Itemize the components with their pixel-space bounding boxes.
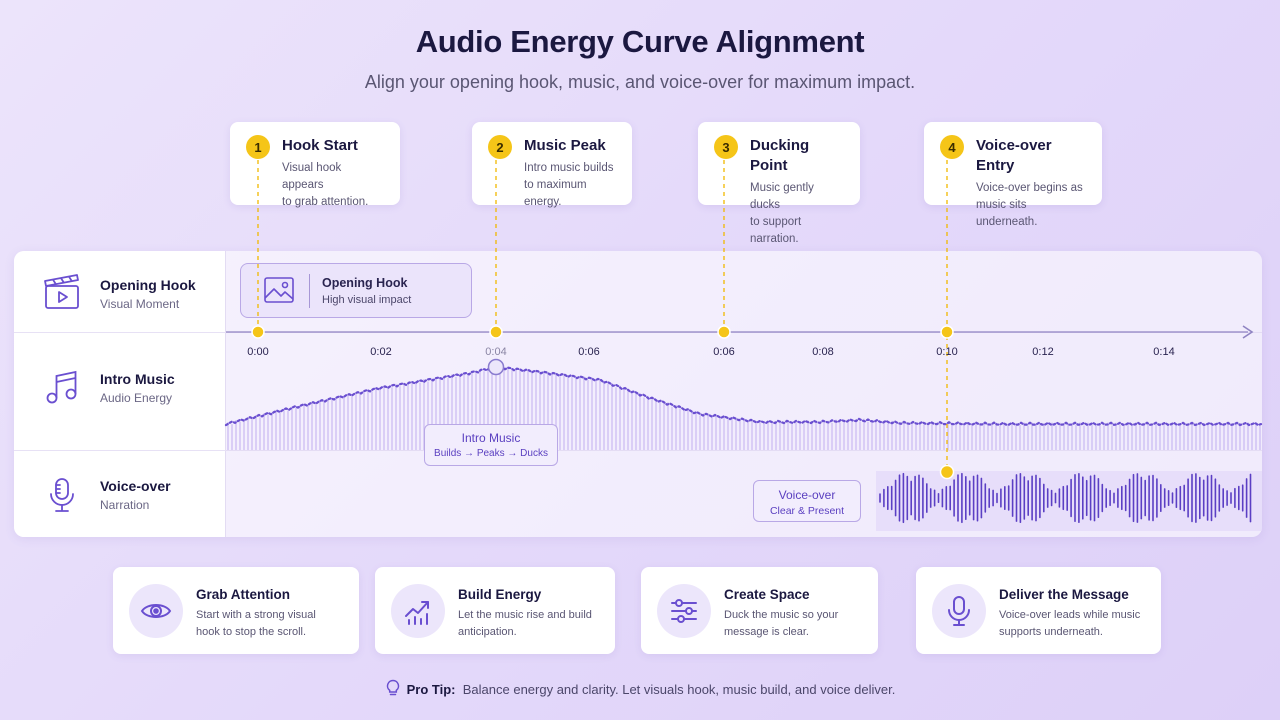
track-title: Voice-over bbox=[100, 478, 171, 494]
eye-icon bbox=[129, 584, 183, 638]
step-ducking-point: 3 Ducking Point Music gently ducks to su… bbox=[698, 122, 860, 245]
marker-guides bbox=[257, 160, 948, 472]
card-title: Build Energy bbox=[458, 587, 542, 602]
clip-subtitle: High visual impact bbox=[322, 294, 412, 306]
voice-over-label: Voice-over Clear & Present bbox=[753, 480, 861, 522]
divider bbox=[309, 274, 310, 308]
label-subtitle: Clear & Present bbox=[769, 505, 845, 517]
clip-title: Opening Hook bbox=[322, 276, 408, 290]
tick-label: 0:06 bbox=[713, 346, 735, 358]
step-number: 1 bbox=[246, 135, 270, 159]
step-description: Visual hook appears to grab attention. bbox=[282, 162, 369, 208]
voice-entry-marker bbox=[939, 464, 955, 480]
timeline-marker bbox=[717, 325, 731, 339]
timeline-markers[interactable] bbox=[251, 325, 955, 480]
music-energy-fill bbox=[227, 366, 1261, 450]
card-description: Voice-over leads while music supports un… bbox=[999, 609, 1141, 638]
step-number: 4 bbox=[940, 135, 964, 159]
card-deliver-message: Deliver the Message Voice-over leads whi… bbox=[916, 567, 1161, 654]
step-title: Voice-over Entry bbox=[976, 137, 1052, 174]
tick-label: 0:14 bbox=[1153, 346, 1175, 358]
card-description: Start with a strong visual hook to stop … bbox=[196, 609, 316, 638]
trending-up-icon bbox=[391, 584, 445, 638]
row-divider bbox=[226, 450, 1262, 451]
card-title: Create Space bbox=[724, 587, 810, 602]
timeline-marker bbox=[489, 325, 503, 339]
card-title: Deliver the Message bbox=[999, 587, 1129, 602]
tick-label: 0:10 bbox=[936, 346, 958, 358]
track-intro-music: Intro Music Audio Energy bbox=[14, 333, 226, 451]
sliders-icon bbox=[657, 584, 711, 638]
page-title: Audio Energy Curve Alignment bbox=[415, 24, 865, 59]
tick-label: 0:08 bbox=[812, 346, 834, 358]
timeline-marker bbox=[251, 325, 265, 339]
music-energy-curve bbox=[224, 365, 1263, 427]
pro-tip: Pro Tip: Balance energy and clarity. Let… bbox=[0, 679, 1280, 700]
tick-label: 0:04 bbox=[485, 346, 507, 358]
clapperboard-icon bbox=[40, 270, 84, 314]
step-description: Music gently ducks to support narration. bbox=[750, 182, 814, 245]
timeline-marker bbox=[940, 325, 954, 339]
track-subtitle: Narration bbox=[100, 498, 150, 512]
step-title: Ducking Point bbox=[750, 137, 810, 174]
track-labels: Opening Hook Visual Moment Intro Music A… bbox=[14, 251, 226, 537]
track-subtitle: Audio Energy bbox=[100, 391, 173, 405]
music-note-icon bbox=[40, 365, 84, 409]
track-opening-hook: Opening Hook Visual Moment bbox=[14, 251, 226, 333]
card-create-space: Create Space Duck the music so your mess… bbox=[641, 567, 878, 654]
card-description: Let the music rise and build anticipatio… bbox=[458, 609, 592, 638]
step-music-peak: 2 Music Peak Intro music builds to maxim… bbox=[472, 122, 632, 208]
axis-arrow-icon bbox=[1242, 325, 1254, 339]
track-title: Opening Hook bbox=[100, 277, 196, 293]
card-title: Grab Attention bbox=[196, 587, 290, 602]
track-voice-over: Voice-over Narration bbox=[14, 451, 226, 537]
page-subtitle: Align your opening hook, music, and voic… bbox=[364, 72, 916, 92]
step-description: Intro music builds to maximum energy. bbox=[524, 162, 614, 208]
label-subtitle: Builds → Peaks → Ducks bbox=[434, 448, 548, 459]
microphone-icon bbox=[932, 584, 986, 638]
tick-label: 0:12 bbox=[1032, 346, 1054, 358]
music-peak-point[interactable] bbox=[487, 358, 505, 376]
voice-over-region bbox=[876, 471, 1262, 531]
tip-label: Pro Tip: bbox=[406, 682, 456, 697]
step-number: 2 bbox=[488, 135, 512, 159]
step-title: Hook Start bbox=[282, 137, 358, 154]
track-title: Intro Music bbox=[100, 371, 175, 387]
lightbulb-icon bbox=[385, 679, 401, 700]
step-title: Music Peak bbox=[524, 137, 606, 154]
microphone-icon bbox=[40, 473, 84, 517]
card-description: Duck the music so your message is clear. bbox=[724, 609, 839, 638]
intro-music-label: Intro Music Builds → Peaks → Ducks bbox=[424, 424, 558, 466]
tick-label: 0:06 bbox=[578, 346, 600, 358]
card-grab-attention: Grab Attention Start with a strong visua… bbox=[113, 567, 359, 654]
card-build-energy: Build Energy Let the music rise and buil… bbox=[375, 567, 615, 654]
step-description: Voice-over begins as music sits undernea… bbox=[976, 182, 1083, 228]
tip-text: Balance energy and clarity. Let visuals … bbox=[462, 682, 896, 697]
track-subtitle: Visual Moment bbox=[100, 297, 180, 311]
image-icon bbox=[263, 274, 295, 311]
tick-label: 0:02 bbox=[370, 346, 392, 358]
label-title: Voice-over bbox=[778, 488, 836, 502]
tick-label: 0:00 bbox=[247, 346, 269, 358]
label-title: Intro Music bbox=[461, 431, 521, 445]
opening-hook-clip[interactable]: Opening Hook High visual impact bbox=[240, 263, 472, 318]
step-voice-over-entry: 4 Voice-over Entry Voice-over begins as … bbox=[924, 122, 1102, 228]
voice-over-waveform bbox=[879, 472, 1252, 524]
step-number: 3 bbox=[714, 135, 738, 159]
